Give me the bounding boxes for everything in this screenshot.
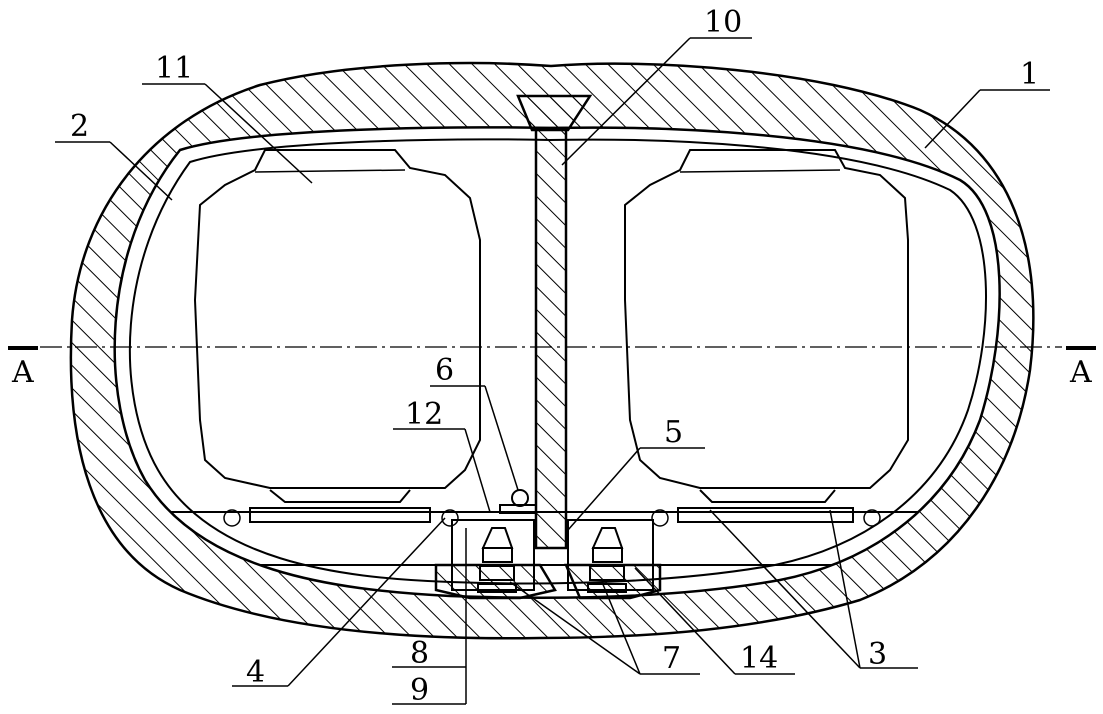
right-track-plate — [677, 507, 854, 523]
left-rail-2 — [441, 509, 459, 527]
pipe-support — [499, 504, 537, 514]
left-rail-1 — [223, 509, 241, 527]
left-damper-unit — [477, 527, 517, 593]
right-bogie — [699, 489, 836, 503]
left-vehicle-body — [193, 149, 481, 489]
right-rail-2 — [863, 509, 881, 527]
invert-fill — [434, 563, 557, 600]
section-label-left: A — [11, 355, 34, 390]
label-4: 4 — [246, 655, 265, 690]
right-vehicle-body — [624, 149, 909, 489]
leader-lines — [55, 37, 1050, 705]
label-3: 3 — [868, 637, 887, 672]
label-2: 2 — [70, 109, 89, 144]
left-bogie — [269, 489, 411, 503]
outer-shell — [69, 61, 1035, 640]
right-damper-unit — [587, 527, 627, 593]
right-vehicle-roof-line — [679, 169, 841, 173]
label-9: 9 — [410, 673, 429, 708]
label-6: 6 — [435, 353, 454, 388]
pipe-6 — [511, 489, 529, 507]
label-10: 10 — [704, 5, 742, 40]
label-11: 11 — [155, 51, 193, 86]
label-5: 5 — [664, 415, 683, 450]
label-14: 14 — [740, 641, 778, 676]
label-8: 8 — [410, 636, 429, 671]
central-partition-wall — [534, 126, 568, 550]
label-12: 12 — [405, 397, 443, 432]
invert-fill-right — [564, 563, 662, 600]
label-1: 1 — [1020, 57, 1039, 92]
central-wall-top — [516, 94, 593, 132]
section-label-right: A — [1069, 355, 1092, 390]
left-track-plate — [249, 507, 431, 523]
left-vehicle-roof-line — [254, 169, 406, 173]
inner-liner — [128, 138, 988, 585]
right-rail-1 — [651, 509, 669, 527]
label-7: 7 — [662, 641, 681, 676]
right-equipment-box — [567, 519, 654, 591]
left-equipment-box — [451, 519, 535, 591]
